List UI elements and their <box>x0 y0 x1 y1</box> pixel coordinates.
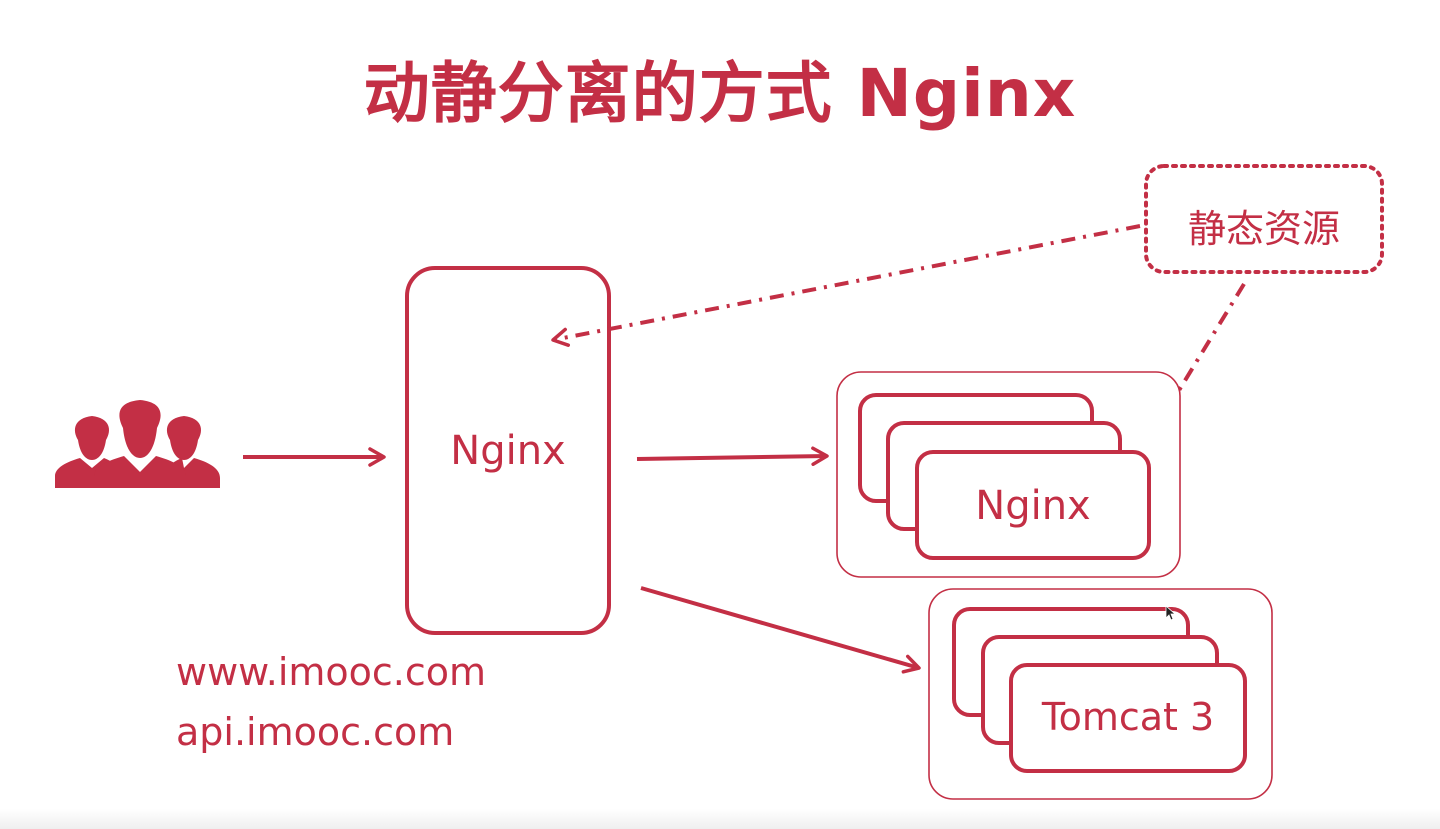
nginx-cluster-label: Nginx <box>975 483 1091 529</box>
nginx-proxy-label: Nginx <box>450 428 566 474</box>
nginx-proxy-box <box>405 266 611 635</box>
static-resources-box <box>1144 164 1384 274</box>
mouse-cursor-icon <box>1165 605 1177 621</box>
arrow-static-to-nginx-proxy <box>551 224 1141 347</box>
tomcat-cluster-card-3 <box>1009 663 1247 773</box>
domain-label-www: www.imooc.com <box>176 650 487 694</box>
static-resources-label: 静态资源 <box>1187 207 1340 251</box>
tomcat-cluster-label: Tomcat 3 <box>1041 695 1215 739</box>
domain-label-api: api.imooc.com <box>176 710 455 754</box>
arrow-nginx-to-tomcat-cluster <box>640 586 921 674</box>
bottom-shade <box>0 809 1440 829</box>
slide-title: 动静分离的方式 Nginx <box>363 55 1077 132</box>
nginx-cluster-card-3 <box>915 450 1151 560</box>
arrow-nginx-to-nginx-cluster <box>636 446 829 466</box>
users-group-icon <box>55 400 220 488</box>
